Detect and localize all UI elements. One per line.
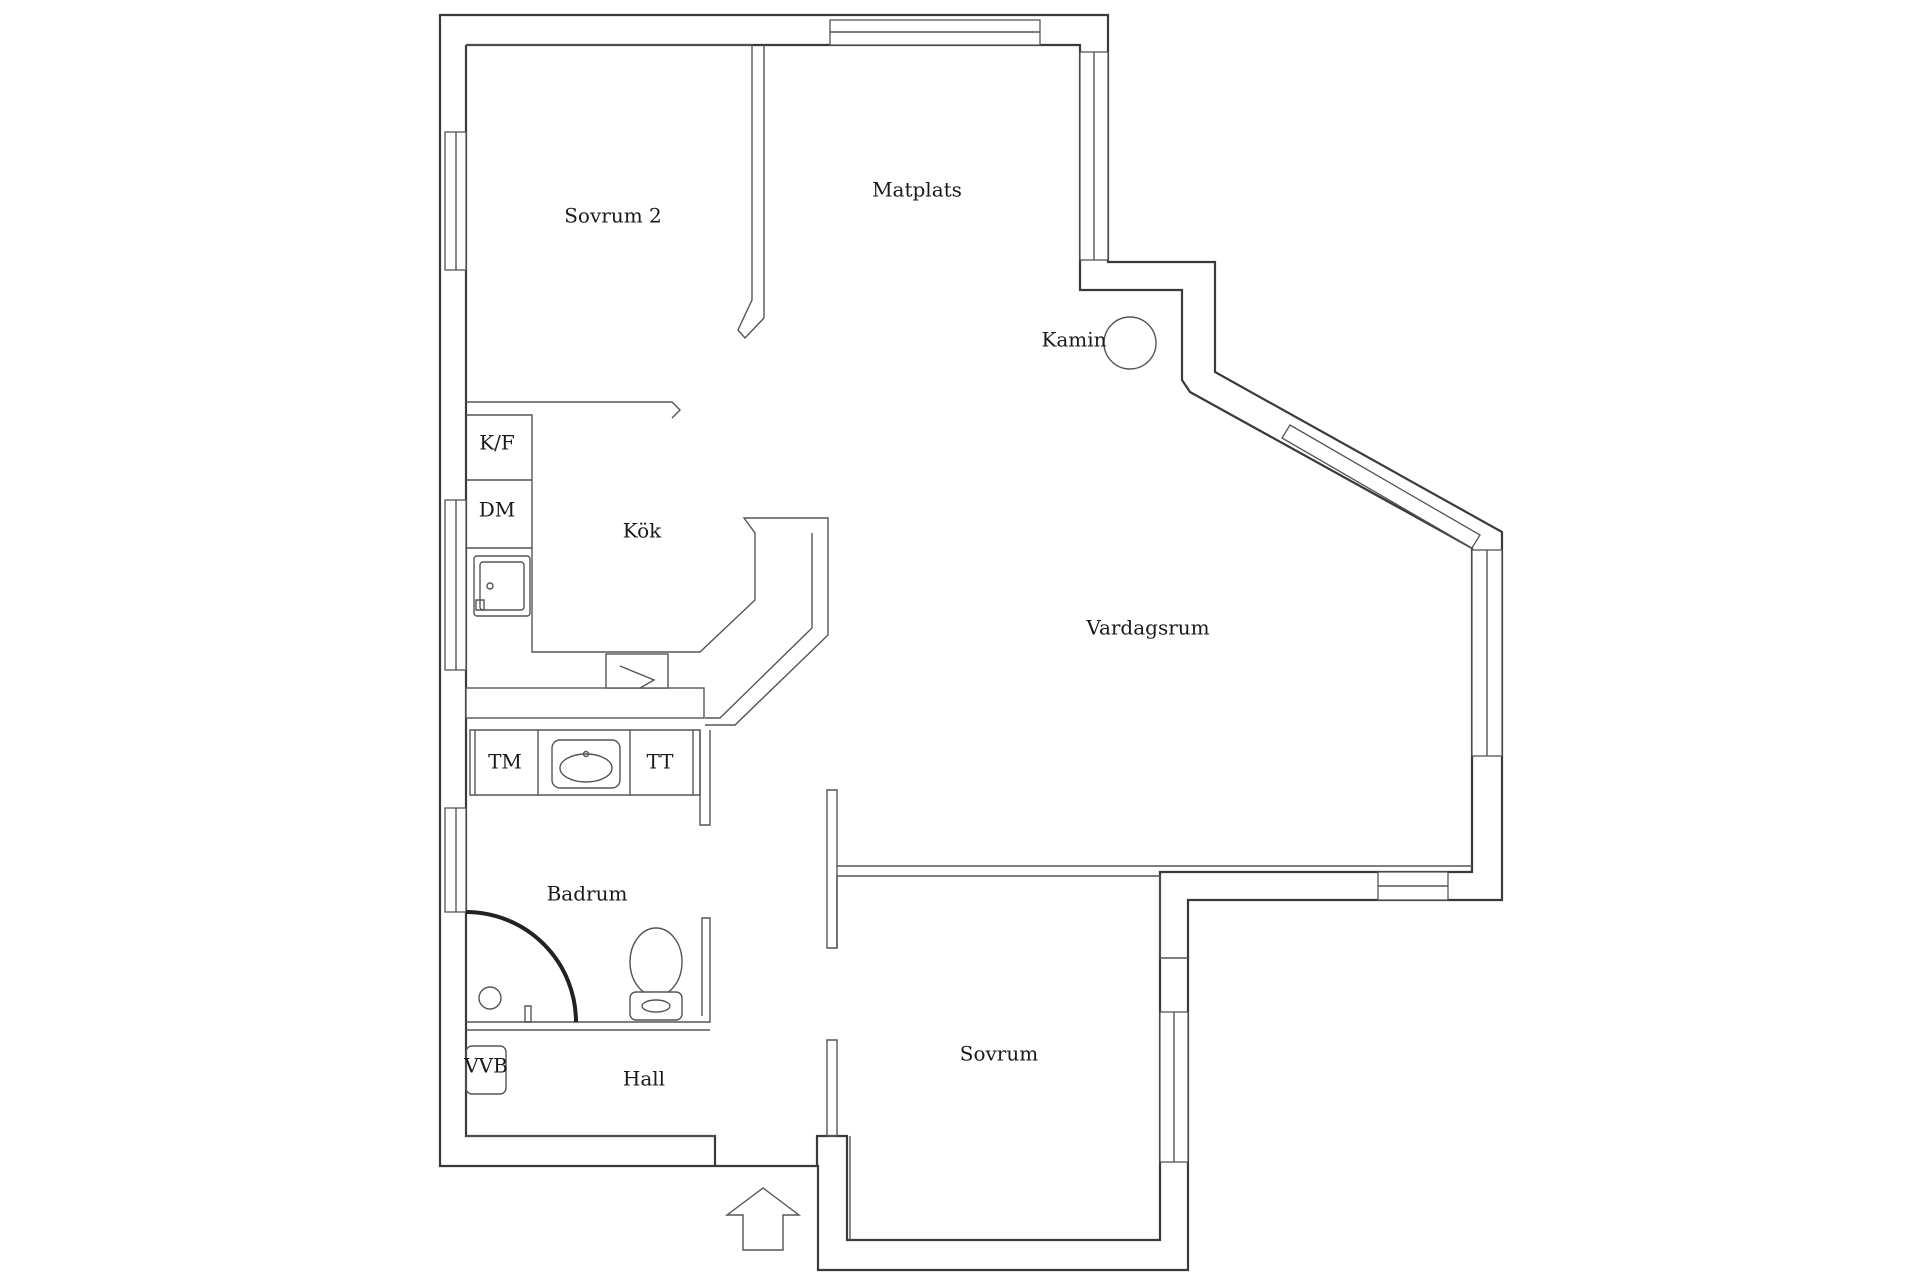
fixture-label-dm: DM xyxy=(479,498,516,522)
stove xyxy=(605,653,669,689)
fixture-labels: K/F DM TM TT VVB xyxy=(463,431,674,1078)
kitchen-sink xyxy=(473,555,531,617)
shower-icon xyxy=(465,910,578,1023)
kitchen-counter xyxy=(465,687,705,719)
sink-icon xyxy=(551,739,621,789)
fixture-label-vvb: VVB xyxy=(463,1054,508,1078)
entrance-arrow-icon xyxy=(724,1187,802,1251)
water-heater xyxy=(465,1045,507,1095)
room-label-sovrum: Sovrum xyxy=(960,1042,1038,1066)
room-label-badrum: Badrum xyxy=(547,882,628,906)
fireplace-icon xyxy=(1103,316,1157,370)
room-label-matplats: Matplats xyxy=(872,178,962,202)
fixture-label-tt: TT xyxy=(646,750,674,774)
windows xyxy=(444,19,1503,1163)
room-label-vardagsrum: Vardagsrum xyxy=(1085,616,1209,640)
room-label-kamin: Kamin xyxy=(1041,328,1106,352)
room-label-sovrum2: Sovrum 2 xyxy=(564,204,662,228)
room-labels: Sovrum 2 Matplats Kamin Kök Vardagsrum B… xyxy=(547,178,1210,1091)
toilet-icon xyxy=(629,927,683,1021)
window-diagonal xyxy=(1281,424,1481,549)
room-label-hall: Hall xyxy=(623,1067,665,1091)
fixture-label-kf: K/F xyxy=(479,431,515,455)
room-label-kok: Kök xyxy=(623,519,662,543)
fixture-label-tm: TM xyxy=(488,750,522,774)
